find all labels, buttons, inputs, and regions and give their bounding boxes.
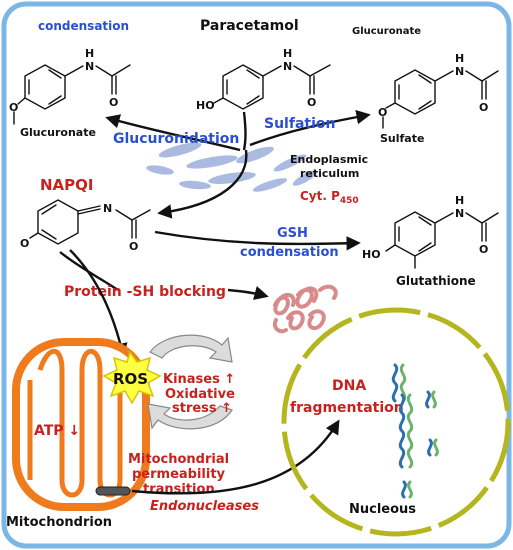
- sulfation-label: Sulfation: [264, 116, 335, 132]
- glucuronate-conjugate-structure: [13, 64, 131, 125]
- protein-sh-label: Protein -SH blocking: [64, 284, 226, 300]
- napqi-structure: [29, 199, 151, 245]
- nucleous-label: Nucleous: [349, 502, 416, 517]
- gsh-label: GSH: [277, 226, 308, 241]
- kinases-label: Kinases ↑: [163, 372, 235, 387]
- napqi-o-right: O: [129, 240, 138, 253]
- napqi-o-left: O: [20, 237, 29, 250]
- glutathione-carbonyl-o: O: [479, 243, 488, 256]
- ros-burst-shape: [102, 350, 162, 405]
- glucuronate-left-label: Glucuronate: [20, 126, 96, 139]
- atp-label: ATP ↓: [34, 423, 80, 439]
- glucuronidation-label: Glucuronidation: [113, 131, 239, 147]
- dna-label: DNA: [332, 378, 366, 394]
- cycle-arrows-shape: [147, 334, 233, 430]
- endoplasmic-reticulum-shape: [146, 142, 318, 192]
- glutathione-h-atom: H: [455, 194, 464, 207]
- glutathione-n-atom: N: [455, 207, 464, 220]
- cyt-subscript: 450: [340, 196, 359, 206]
- cyt-p450-label: Cyt. P450: [300, 189, 359, 206]
- glucuronate-carbonyl-o: O: [109, 96, 118, 109]
- glucuronate-n-atom: N: [85, 60, 94, 73]
- sulfate-h-atom: H: [455, 52, 464, 65]
- paracetamol-ho-group: HO: [196, 99, 215, 112]
- glucuronate-top-label: Glucuronate: [352, 26, 421, 37]
- mitochondrion-label: Mitochondrion: [6, 515, 112, 530]
- glutathione-label: Glutathione: [396, 274, 476, 288]
- endonucleases-arrow: [131, 419, 340, 495]
- mpt-label-line3: transition: [143, 482, 215, 497]
- napqi-n-atom: N: [103, 202, 112, 215]
- paracetamol-o-atom: O: [307, 96, 316, 109]
- napqi-label: NAPQI: [40, 176, 94, 194]
- mpt-pore-shape: [95, 486, 131, 496]
- condensation-label: condensation: [38, 19, 129, 33]
- cyp450-to-napqi-arrow: [157, 149, 248, 219]
- mitochondrion-shape: [12, 338, 150, 511]
- dna-fragments-shape: [391, 363, 439, 499]
- sulfation-arrow: [249, 110, 371, 147]
- sulfate-conjugate-structure: [382, 69, 499, 129]
- dna-fragmentation-label: fragmentation: [290, 400, 404, 416]
- sulfate-n-atom: N: [455, 65, 464, 78]
- glutathione-ho-group: HO: [362, 248, 381, 261]
- sulfate-ether-o: O: [378, 106, 387, 119]
- paracetamol-n-atom: N: [283, 60, 292, 73]
- protein-blocking-arrow: [227, 286, 269, 300]
- mpt-label-line1: Mitochondrial: [128, 452, 229, 467]
- sulfate-carbonyl-o: O: [479, 101, 488, 114]
- mpt-label-line2: permeability: [132, 467, 226, 482]
- glutathione-conjugate-structure: [385, 211, 499, 269]
- glucuronidation-arrow: [105, 114, 241, 152]
- gsh-arrow: [154, 230, 361, 251]
- stress-label: stress ↑: [172, 401, 232, 416]
- paracetamol-down-stem: [242, 111, 247, 151]
- gsh-condensation-label: condensation: [240, 245, 339, 260]
- er-label-line1: Endoplasmic: [290, 153, 368, 166]
- ros-label: ROS: [113, 370, 148, 388]
- oxidative-label: Oxidative: [165, 387, 235, 402]
- cyt-text: Cyt. P: [300, 189, 340, 203]
- nucleus-ring: [281, 307, 511, 537]
- er-label-line2: reticulum: [300, 167, 359, 180]
- paracetamol-h-atom: H: [283, 47, 292, 60]
- endonucleases-label: Endonucleases: [150, 499, 259, 514]
- glucuronate-ether-o: O: [9, 101, 18, 114]
- paracetamol-title: Paracetamol: [200, 18, 299, 34]
- sulfate-label: Sulfate: [380, 132, 424, 145]
- protein-coil-shape: [273, 284, 338, 334]
- glucuronate-h-atom: H: [85, 47, 94, 60]
- paracetamol-structure: [213, 64, 331, 110]
